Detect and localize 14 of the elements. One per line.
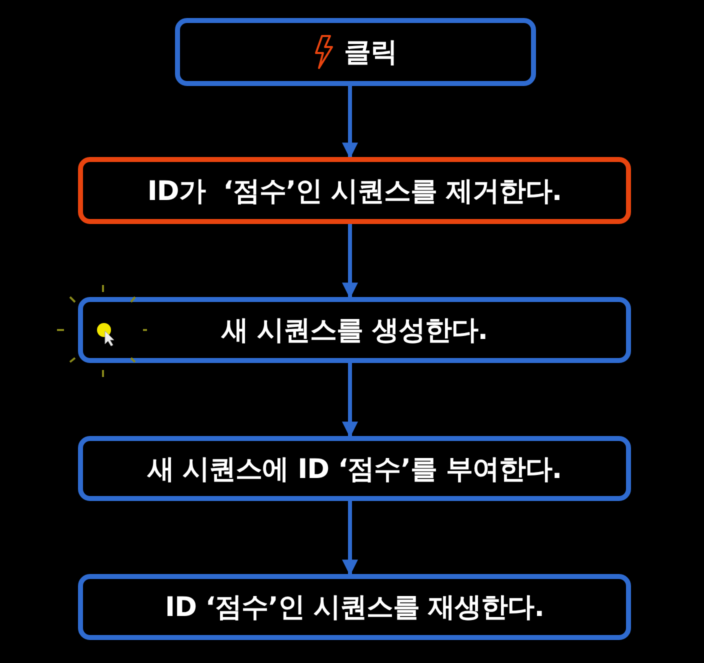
step-text: 새 시퀀스를 생성한다. <box>221 314 488 348</box>
process-box <box>175 18 536 86</box>
arrow <box>342 86 358 159</box>
arrow <box>342 224 358 299</box>
step-text: ID ‘점수’인 시퀀스를 재생한다. <box>165 591 544 625</box>
process-box <box>78 436 631 501</box>
step-text: ID가 ‘점수’인 시퀀스를 제거한다. <box>147 174 562 208</box>
process-box <box>78 157 631 224</box>
step-text: 클릭 <box>344 36 397 70</box>
process-box <box>78 297 631 363</box>
arrow <box>342 363 358 438</box>
step-text: 새 시퀀스에 ID ‘점수’를 부여한다. <box>147 452 562 486</box>
process-box <box>78 574 631 640</box>
arrow <box>342 501 358 576</box>
